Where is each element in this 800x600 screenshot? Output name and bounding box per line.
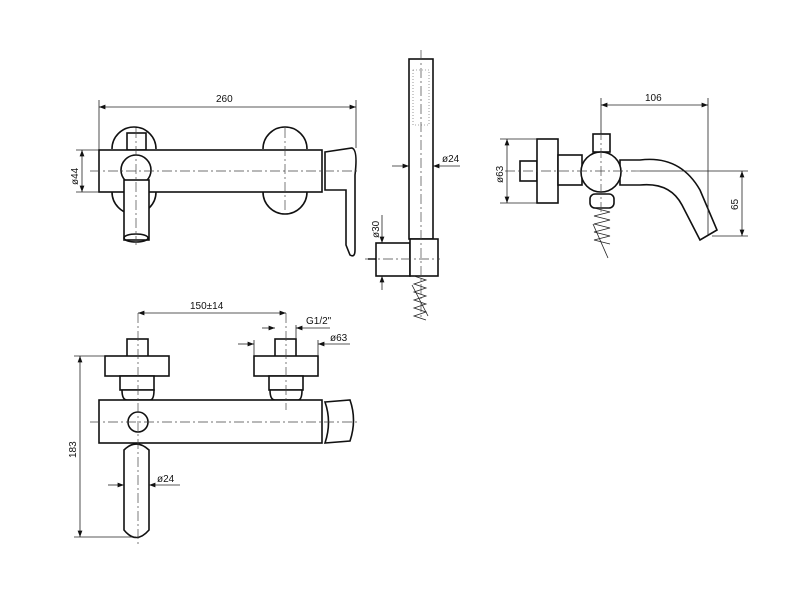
dim-dia24-spout: ø24 <box>157 474 175 485</box>
dim-dia24-shower: ø24 <box>442 154 460 165</box>
dim-thread: G1/2" <box>306 316 332 327</box>
dim-106: 106 <box>645 93 662 104</box>
dim-dia44: ø44 <box>70 167 81 185</box>
dim-183: 183 <box>68 441 79 458</box>
hand-shower-view: ø24 ø30 <box>365 50 460 321</box>
top-view: 150±14 G1/2" ø63 183 ø24 <box>68 301 360 545</box>
side-view: 106 ø63 65 <box>495 93 748 259</box>
dim-260: 260 <box>216 94 233 105</box>
dim-150: 150±14 <box>190 301 224 312</box>
front-view: 260 ø44 <box>70 94 360 257</box>
dim-dia30: ø30 <box>371 220 382 238</box>
dim-65: 65 <box>730 198 741 210</box>
dim-dia63-side: ø63 <box>495 165 506 183</box>
dim-dia63-top: ø63 <box>330 333 348 344</box>
